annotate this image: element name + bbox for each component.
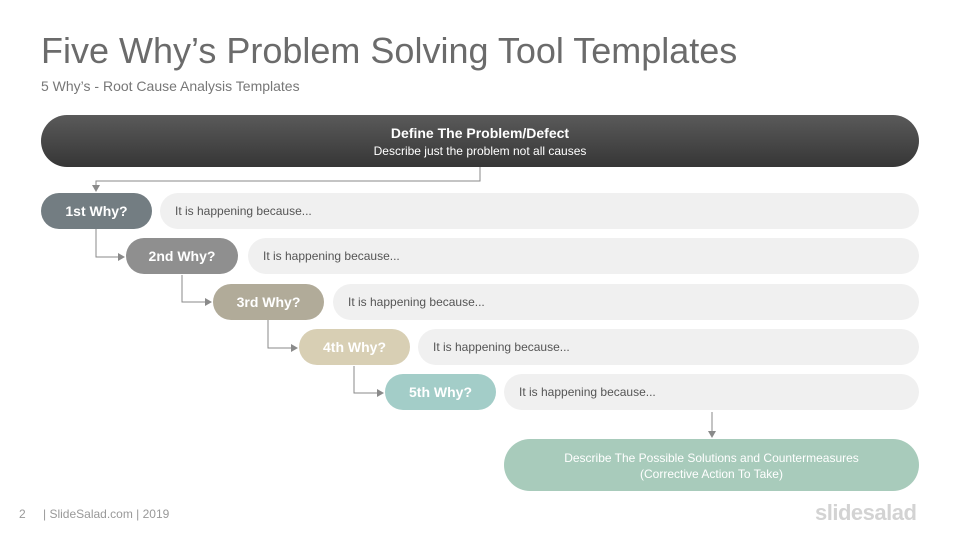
connector-why2-to-why3 [181,275,212,306]
why-1-pill: 1st Why? [41,193,152,229]
solution-box: Describe The Possible Solutions and Coun… [504,439,919,491]
connector-why3-to-why4 [267,320,298,352]
problem-description: Describe just the problem not all causes [373,144,587,158]
problem-heading: Define The Problem/Defect [390,125,570,141]
solution-line-1: Describe The Possible Solutions and Coun… [564,451,859,465]
why-4-answer[interactable]: It is happening because... [418,329,919,365]
why-4-pill: 4th Why? [299,329,410,365]
footer-credit: | SlideSalad.com | 2019 [43,507,170,521]
why-5-pill: 5th Why? [385,374,496,410]
slide-title: Five Why’s Problem Solving Tool Template… [41,30,738,71]
why-2-pill: 2nd Why? [126,238,238,274]
connector-problem-to-why1 [92,167,481,192]
solution-line-2: (Corrective Action To Take) [640,467,783,481]
page-number: 2 [19,507,26,521]
connector-why1-to-why2 [95,229,125,261]
brand-logo: slidesalad [815,500,917,525]
problem-box: Define The Problem/Defect Describe just … [41,115,919,167]
why-5-answer[interactable]: It is happening because... [504,374,919,410]
slide-subtitle: 5 Why’s - Root Cause Analysis Templates [41,78,300,94]
why-1-answer[interactable]: It is happening because... [160,193,919,229]
why-3-answer[interactable]: It is happening because... [333,284,919,320]
connector-why4-to-why5 [353,366,384,397]
why-2-answer[interactable]: It is happening because... [248,238,919,274]
why-3-pill: 3rd Why? [213,284,324,320]
